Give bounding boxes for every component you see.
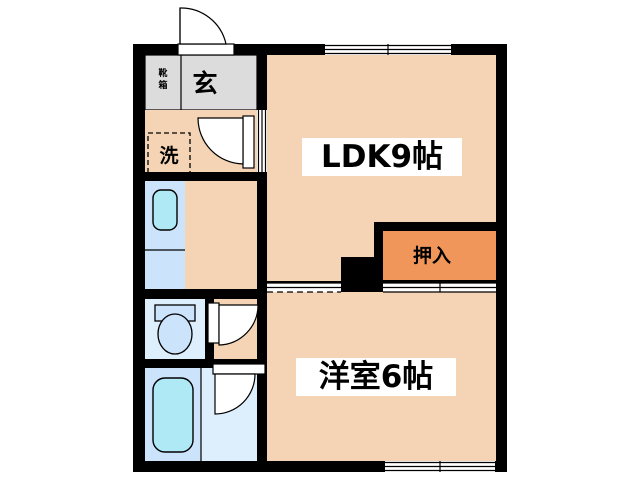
label-shoebox-text: 靴: [158, 67, 167, 79]
room-closet-fill: [383, 230, 496, 280]
ldk-window-north: [325, 44, 451, 55]
sliding-doors: [267, 282, 496, 293]
label-closet-text: 押入: [413, 244, 451, 267]
wall-hall-ldk: [257, 44, 267, 172]
entrance-door[interactable]: [177, 7, 235, 56]
kitchen-sink-basin: [152, 189, 178, 231]
label-ldk-text: LDK9帖: [321, 139, 443, 175]
wall-closet-top: [374, 222, 496, 231]
wall-notch-stub: [341, 257, 383, 282]
label-ldk: LDK9帖: [302, 138, 462, 176]
wall-toilet-bath: [133, 359, 257, 368]
hall-door[interactable]: [197, 115, 255, 169]
label-bedroom: 洋室6帖: [296, 358, 456, 396]
room-labels: LDK9帖 洋室6帖 押入 玄 靴 箱 洗: [158, 67, 462, 396]
room-genkan-fill: [145, 55, 257, 110]
toilet-bowl: [157, 313, 193, 355]
closet-door[interactable]: [383, 282, 496, 293]
label-bedroom-text: 洋室6帖: [319, 359, 434, 395]
toilet-door[interactable]: [207, 302, 259, 346]
windows: [257, 44, 495, 472]
bath-door[interactable]: [212, 363, 266, 415]
ldk-west-window: [257, 110, 267, 172]
wall-bath-right: [257, 359, 267, 472]
bedroom-window-south: [385, 461, 495, 472]
label-genkan-text: 玄: [192, 69, 217, 98]
wall-hall-kitchen: [133, 172, 267, 181]
wall-hall-ldk-2: [257, 181, 267, 291]
bathtub: [152, 377, 194, 453]
swing-doors: [177, 7, 266, 415]
label-washer-text: 洗: [159, 144, 178, 167]
wall-closet-left: [374, 230, 383, 281]
wall-above-toilet: [133, 289, 257, 299]
ldk-bedroom-partition[interactable]: [267, 282, 341, 293]
label-shoebox-text-2: 箱: [158, 79, 167, 91]
